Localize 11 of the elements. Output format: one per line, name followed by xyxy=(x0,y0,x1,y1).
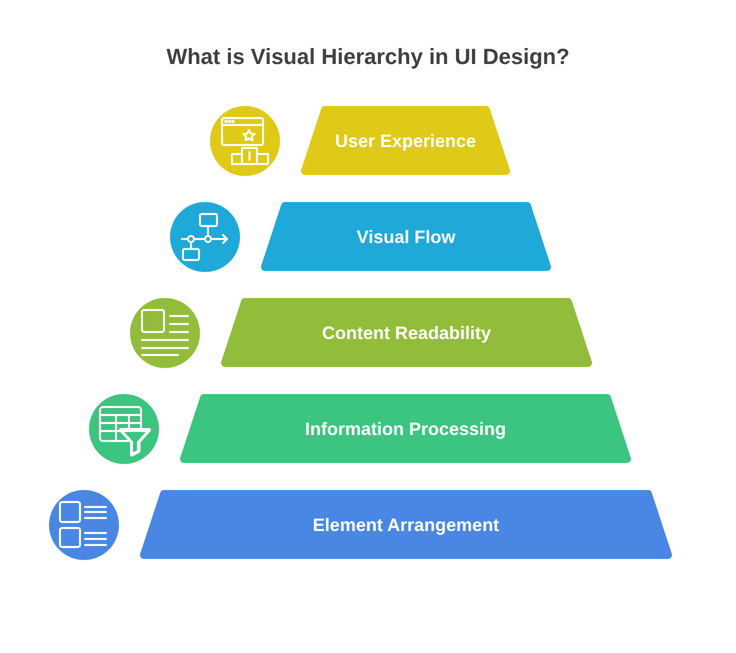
step-label: Information Processing xyxy=(304,418,506,440)
diagram-title: What is Visual Hierarchy in UI Design? xyxy=(166,43,570,71)
step-label: Content Readability xyxy=(322,322,491,344)
trapezoid-step xyxy=(221,298,592,367)
step-label: User Experience xyxy=(334,130,476,152)
step-label: Visual Flow xyxy=(356,226,456,248)
trapezoid-step xyxy=(261,202,551,271)
trapezoid-step xyxy=(180,394,631,463)
trapezoid-step xyxy=(140,490,672,559)
trapezoid-step xyxy=(301,106,510,175)
step-label: Element Arrangement xyxy=(312,514,500,536)
